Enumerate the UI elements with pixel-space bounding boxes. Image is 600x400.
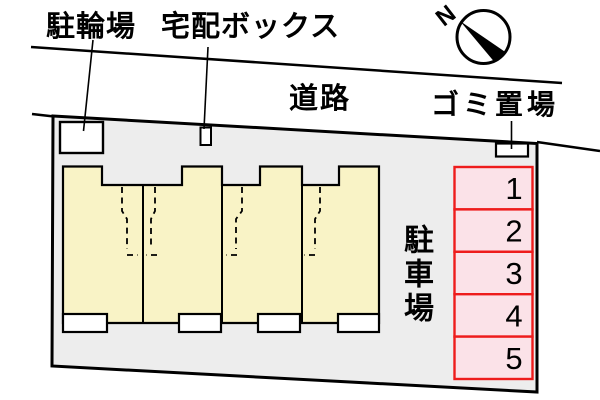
- label-garbage-area: ゴミ置場: [431, 89, 560, 120]
- compass-needle-icon: [460, 21, 506, 62]
- label-road: 道路: [289, 83, 352, 115]
- label-bicycle-parking: 駐輪場: [46, 11, 137, 43]
- parking-space-2: [453, 208, 534, 253]
- entrance-stairs-dashed: [304, 187, 321, 256]
- parking-space-number: 3: [505, 256, 522, 291]
- road-upper-edge-line: [30, 45, 563, 85]
- bicycle-parking-area: [58, 120, 105, 155]
- label-parking-lot: 駐車場: [399, 224, 432, 326]
- entrance-stairs-dashed: [121, 187, 138, 256]
- entrance-porch: [256, 312, 302, 334]
- road-lower-edge-extension-line: [536, 140, 600, 153]
- entrance-stairs-dashed: [226, 187, 243, 256]
- delivery-box-leader-line: [203, 46, 209, 130]
- label-delivery-box: 宅配ボックス: [161, 11, 341, 43]
- entrance-porch: [336, 312, 381, 334]
- road-lower-edge-line: [31, 112, 55, 118]
- parking-space-number: 5: [505, 341, 522, 376]
- parking-space-5: [453, 335, 534, 381]
- entrance-porch: [61, 312, 109, 334]
- compass: N: [431, 0, 512, 65]
- parking-space-4: [453, 293, 534, 338]
- compass-north-label: N: [431, 0, 461, 32]
- bicycle-parking-leader-line: [82, 39, 94, 132]
- parking-space-1: [453, 165, 534, 211]
- parking-space-number: 2: [505, 214, 522, 249]
- compass-circle: [455, 9, 512, 65]
- entrance-porch: [177, 312, 223, 334]
- parking-space-number: 4: [505, 298, 522, 333]
- delivery-box-marker: [199, 126, 212, 146]
- parking-space-number: 1: [505, 171, 522, 206]
- parking-space-3: [453, 250, 534, 296]
- parking-spaces: 1 2 3 4 5: [453, 165, 534, 381]
- entrance-stairs-dashed: [146, 187, 157, 256]
